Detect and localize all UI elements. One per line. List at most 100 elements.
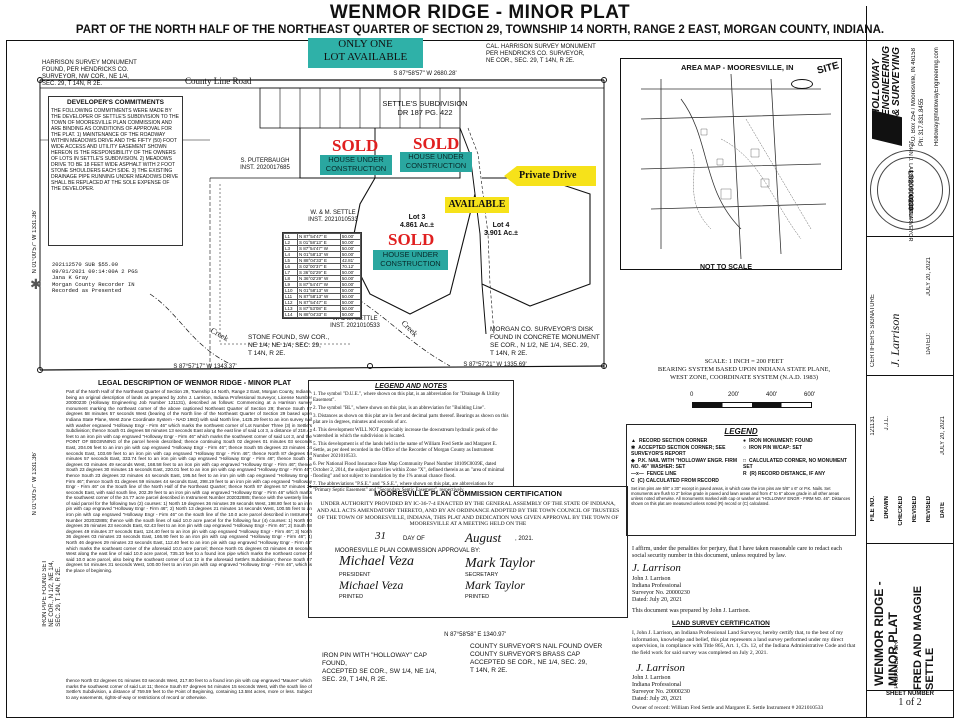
legal-description-text: Part of the North Half of the Northeast … [66, 389, 312, 573]
affirm-date: Dated: July 20, 2021 [632, 597, 682, 603]
legend-item-label: IRON PIN W/CAP: SET [749, 445, 803, 451]
legend-item: ●IRON MONUMENT: FOUND [743, 438, 851, 444]
land-cert-name: John J. Larrison [632, 675, 671, 681]
day-of-label: DAY OF [403, 536, 425, 543]
legend-item-label: (R) RECORD DISTANCE, IF ANY [749, 471, 826, 477]
house-under-construction-3: HOUSE UNDER CONSTRUCTION [373, 250, 448, 270]
certifier-block: CERTIFIER'S SIGNATURE J. Larrison DATED:… [866, 236, 954, 376]
legend-item: ○IRON PIN W/CAP: SET [743, 445, 851, 457]
lot-3-boundary [349, 177, 476, 315]
harrison-ne-monument-label: CAL. HARRISON SURVEY MONUMENT PER HENDRI… [486, 44, 596, 64]
plat-boundary-south [39, 365, 605, 371]
star-icon: ✱ [30, 276, 42, 292]
available-label: AVAILABLE [445, 197, 509, 213]
legend-item-label: (C) CALCULATED FROM RECORD [637, 478, 719, 484]
legend-notes-heading: LEGEND AND NOTES [374, 383, 448, 390]
secretary-label: SECRETARY [465, 572, 499, 579]
legend-heading: LEGEND [724, 427, 758, 436]
client-name: FRED AND MAGGIE SETTLE [912, 585, 936, 690]
company-logo: HOLLOWAY ENGINEERING & SURVEYING P.O. Bo… [868, 10, 952, 150]
page-subtitle: PART OF THE NORTH HALF OF THE NORTHEAST … [75, 24, 885, 36]
house-under-construction-1: HOUSE UNDER CONSTRUCTION [320, 155, 392, 175]
area-map-roads [640, 73, 832, 260]
private-drive-arrow: Private Drive [504, 166, 596, 186]
stone-found-label: STONE FOUND, SW COR., NE 1/4, NE 1/4, SE… [248, 334, 330, 357]
settle-parcel-label: W. & M. SETTLE INST. 2021010533 [308, 210, 358, 223]
private-drive [459, 127, 487, 335]
corner-monument [367, 363, 373, 369]
legend-item-label: RECORD SECTION CORNER [638, 438, 708, 444]
seal-inner-ring [877, 157, 943, 223]
land-cert-heading: LAND SURVEY CERTIFICATION [672, 620, 770, 627]
county-line-road-label: County Line Road [185, 76, 252, 86]
note-item: 7. The abbreviations "P.S.E." and "S.S.E… [313, 482, 494, 493]
lot-4-label: Lot 4 3.901 Ac.± [484, 222, 518, 237]
corner-monument [37, 367, 43, 373]
note-item: 1. The symbol "D.U.E.", where shown on t… [313, 392, 500, 403]
legend-item-label: FENCE LINE [646, 471, 677, 477]
sheet-border [6, 40, 954, 718]
corner-monument [37, 77, 43, 83]
left-bearing-vertical-2: N 01°00'57" W 1331.36' [32, 452, 38, 516]
surveyor-seal: JOHN J. LARRISON No. LS20000230 STATE OF… [870, 141, 950, 241]
private-drive-edge [467, 127, 495, 335]
land-cert-title: Indiana Professional Surveyor No. 200002… [632, 682, 690, 695]
plan-commission-text: UNDER AUTHORITY PROVIDED BY IC-36-7-4 EN… [316, 501, 620, 528]
legend-item: ▲RECORD SECTION CORNER [631, 438, 739, 444]
revised-label-2: REVISED [926, 496, 932, 523]
land-cert-signature-icon: J. Larrison [636, 662, 685, 674]
nail-found-label: COUNTY SURVEYOR'S NAIL FOUND OVER COUNTY… [470, 643, 603, 674]
line-table-cell: 50.00' [339, 311, 362, 318]
recorder-stamp: 202112570 SUB $55.00 09/01/2021 09:14:00… [52, 261, 138, 294]
fence-line [219, 184, 350, 345]
page-title: WENMOR RIDGE - MINOR PLAT [329, 2, 631, 23]
scale-tick: 400' [766, 392, 778, 398]
note-item: 5. This development is of the lands held… [313, 442, 497, 459]
settle-parcel-label-2: W. & M. SETTLE INST. 2021010533 [330, 316, 380, 329]
not-to-scale-label: NOT TO SCALE [700, 264, 752, 271]
printed-label-2: PRINTED [465, 594, 490, 601]
file-no-label: FILE NO. [870, 496, 876, 522]
date-label: DATE [940, 502, 946, 518]
puterbaugh-parcel-label: S. PUTERBAUGH INST. 2020017685 [240, 158, 290, 171]
legend-notes-list: 1. The symbol "D.U.E.", where shown on t… [313, 392, 509, 494]
land-cert-text: I, John J. Larrison, an Indiana Professi… [632, 630, 856, 656]
site-marker-icon [791, 79, 813, 89]
note-item: 2. The symbol "BL", where shown on this … [313, 406, 486, 411]
harrison-nw-monument-label: HARRISON SURVEY MONUMENT FOUND, PER HEND… [42, 60, 137, 87]
legend-item-label: P.K. NAIL WITH "HOLLOWAY ENGR. FIRM NO. … [631, 458, 737, 470]
note-item: 6. Per National Flood Insurance Rate Map… [313, 462, 505, 479]
legend-item: □CALCULATED CORNER, NO MONUMENT SET [743, 458, 851, 470]
bearing-north-line: S 87°58'57" W 2680.28' [393, 71, 457, 77]
scale-tick: 600' [804, 392, 816, 398]
company-name: HOLLOWAY ENGINEERING & SURVEYING [871, 45, 902, 116]
plan-commission-box: MOORESVILLE PLAN COMMISSION CERTIFICATIO… [308, 486, 628, 618]
certifier-signature: J. Larrison [888, 313, 902, 367]
scale-tick: 200' [728, 392, 740, 398]
legend-symbol-icon: ◆ [631, 458, 635, 464]
sheet-number-value: 1 of 2 [898, 697, 922, 708]
legend-item: C(C) CALCULATED FROM RECORD [631, 478, 739, 484]
morgan-disk-label: MORGAN CO. SURVEYOR'S DISK FOUND IN CONC… [490, 326, 600, 357]
legend-note: Set iron pins are 5/8" x 30" except in p… [631, 486, 851, 506]
title-block [866, 6, 954, 718]
lot-3-label: Lot 3 4.861 Ac.± [400, 214, 434, 229]
legend-items: ▲RECORD SECTION CORNER ●IRON MONUMENT: FO… [631, 438, 851, 484]
legend-item-label: ACCEPTED SECTION CORNER; SEE SURVEYOR'S … [631, 445, 726, 457]
company-email: Holloway@hollowayEngineering.com [934, 47, 940, 146]
line-table-cell: L14 [283, 311, 298, 318]
printed-label-1: PRINTED [339, 594, 364, 601]
legend-symbol-icon: □ [743, 458, 747, 464]
prepared-for-label: PREPARED FOR: [894, 640, 900, 689]
drawn-label: DRAWN [884, 496, 890, 519]
area-map-box: AREA MAP - MOORESVILLE, IN SITE [620, 58, 842, 270]
left-bearing-vertical: N 01°00'57" W 1331.36' [32, 210, 38, 274]
legend-symbol-icon: ● [743, 438, 747, 444]
secretary-signature: Mark Taylor [465, 556, 535, 572]
affirm-text: I affirm, under the penalties for perjur… [632, 546, 842, 559]
legend-item-label: CALCULATED CORNER, NO MONUMENT SET [743, 458, 847, 470]
line-table-cell: N 88°04'33" E [296, 311, 341, 318]
president-printed: Michael Veza [339, 578, 404, 593]
